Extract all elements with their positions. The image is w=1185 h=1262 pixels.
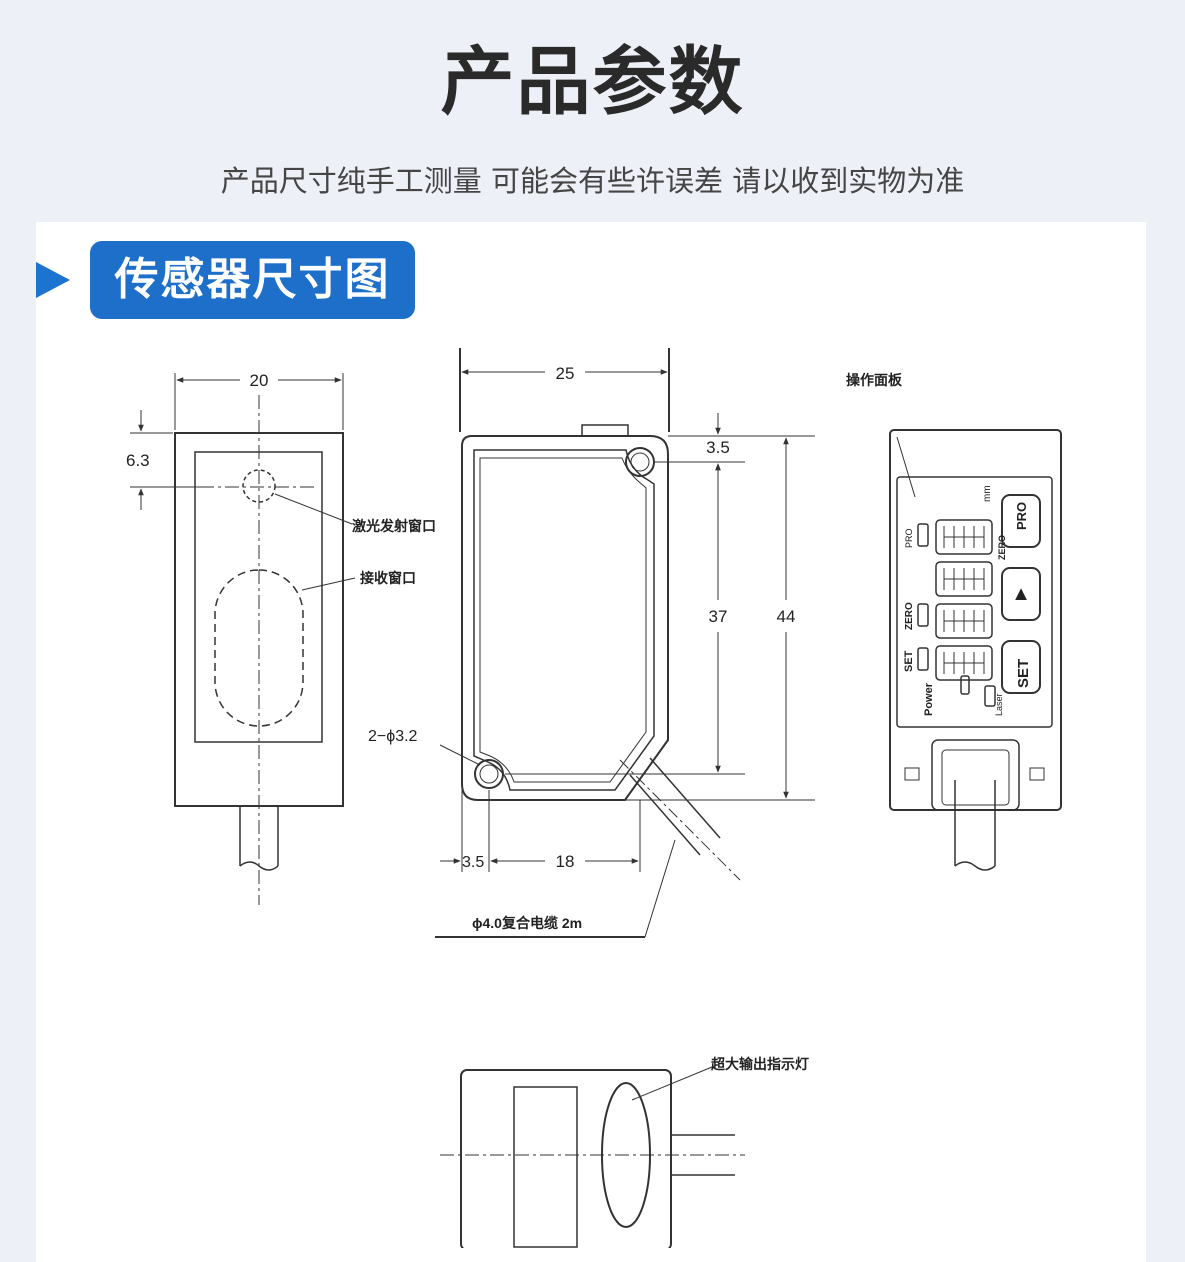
panel-view (889, 429, 1062, 871)
panel-label: 操作面板 (846, 372, 903, 388)
front-offset-dim: 6.3 (126, 451, 150, 470)
set-button-label: SET (1015, 659, 1032, 688)
output-indicator-label: 超大输出指示灯 (710, 1056, 809, 1072)
front-view (130, 373, 356, 905)
side-bottom-left-dim: 3.5 (462, 854, 484, 871)
digit-zero-label: ZERO (997, 535, 1007, 560)
side-inner-height-dim: 37 (709, 607, 728, 626)
section-label: 传感器尺寸图 (90, 241, 415, 319)
panel-display-area (896, 476, 1053, 728)
receive-window-oval (214, 569, 304, 727)
laser-window-circle (242, 469, 276, 503)
page-title: 产品参数 (440, 39, 745, 125)
side-top-hole-dim: 3.5 (706, 438, 730, 457)
mount-hole-top (625, 447, 655, 477)
unit-mm: mm (982, 485, 993, 502)
pro-button-outline (1001, 494, 1041, 548)
led-pro-label: PRO (904, 528, 914, 548)
page-subtitle: 产品尺寸纯手工测量 可能会有些许误差 请以收到实物为准 (220, 164, 965, 198)
led-set-label: SET (903, 650, 915, 672)
laser-window-label: 激光发射窗口 (352, 518, 436, 534)
led-laser-label: Laser (994, 693, 1004, 716)
cable-label: ϕ4.0复合电缆 2m (472, 915, 582, 931)
up-button-label: ▲ (1011, 583, 1031, 605)
set-button-outline (1001, 640, 1041, 694)
mount-hole-bottom (474, 759, 504, 789)
side-body-outline (461, 435, 669, 801)
receive-window-label: 接收窗口 (360, 570, 416, 586)
pro-button-label: PRO (1014, 502, 1029, 530)
side-width-dim: 25 (556, 364, 575, 383)
led-power-label: Power (923, 682, 935, 716)
side-bottom-span-dim: 18 (556, 852, 575, 871)
hole-label: 2−ϕ3.2 (368, 728, 418, 745)
top-view (440, 1066, 745, 1248)
side-total-height-dim: 44 (777, 607, 796, 626)
top-body-outline (460, 1069, 672, 1248)
header: 产品参数 产品尺寸纯手工测量 可能会有些许误差 请以收到实物为准 (0, 0, 1185, 222)
up-button-outline (1001, 567, 1041, 621)
section-arrow-icon (36, 262, 70, 298)
led-zero-label: ZERO (904, 602, 915, 630)
side-view (435, 348, 815, 938)
front-width-dim: 20 (250, 371, 269, 390)
top-window (513, 1086, 578, 1248)
side-body-inner (473, 449, 655, 791)
